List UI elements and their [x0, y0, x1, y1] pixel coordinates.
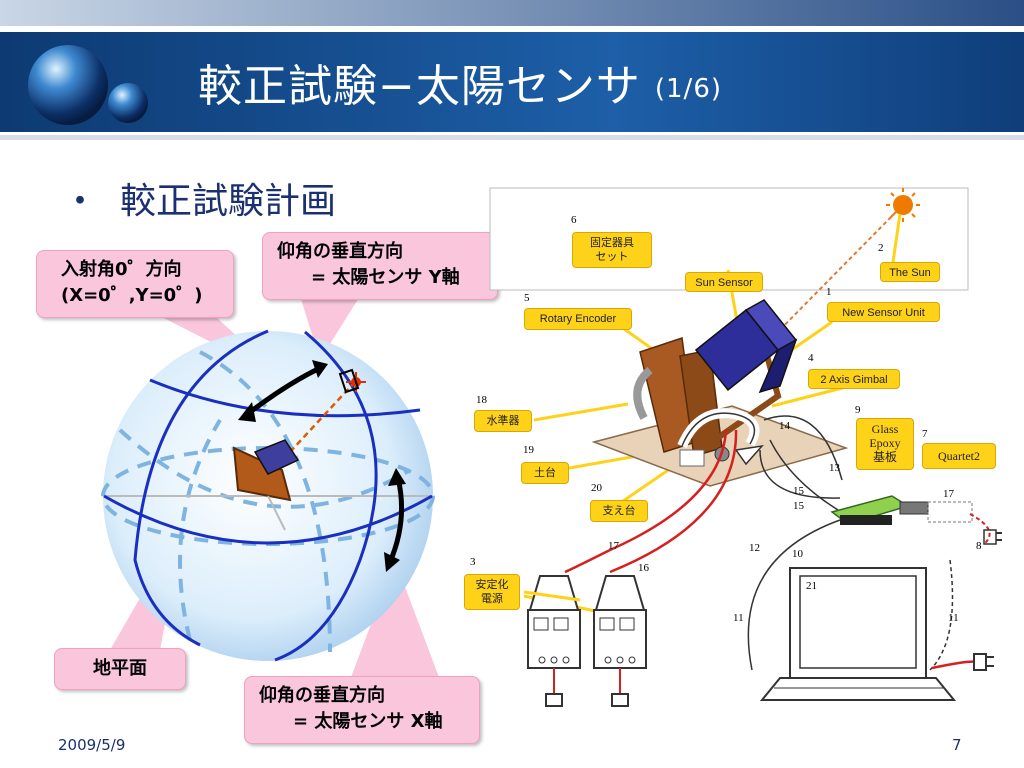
support-label: 支え台	[590, 500, 648, 522]
incident-callout-line2: (X=0゜,Y=0゜)	[61, 285, 203, 306]
plug-icon-laptop	[973, 653, 994, 671]
header-background	[0, 0, 1024, 141]
callout-number: 18	[476, 394, 487, 406]
page-title: 較正試験−太陽センサ(1/6)	[198, 61, 723, 112]
new-sensor-unit-label: New Sensor Unit	[827, 302, 940, 322]
rotation-arrow-x	[387, 477, 405, 563]
fixture-set-line2: セット	[595, 251, 629, 263]
callout-number: 4	[808, 352, 814, 364]
support-block-icon	[679, 449, 705, 467]
quartet2-cable-dashed	[927, 501, 973, 523]
elev-x-callout-line1: 仰角の垂直方向	[259, 685, 385, 706]
elev-x-callout-tail	[350, 560, 440, 680]
callout-number: 2	[878, 242, 884, 254]
callout-number: 16	[638, 562, 649, 574]
plug-icon-8	[983, 529, 1002, 545]
callout-number: 12	[749, 542, 760, 554]
fixture-set-line1: 固定器具	[590, 237, 634, 249]
callout-number: 20	[591, 482, 602, 494]
callout-number: 17	[943, 488, 954, 500]
elev-y-callout-line2: = 太陽センサ Y軸	[311, 267, 460, 288]
bullet-marker: ・	[62, 181, 99, 222]
callout-number: 11	[733, 612, 744, 624]
elev-x-callout-line2: = 太陽センサ X軸	[293, 711, 443, 732]
page-number: 7	[952, 736, 962, 754]
sensor-cube-icon	[253, 439, 300, 475]
elev-y-callout-line1: 仰角の垂直方向	[277, 241, 403, 262]
usb-cable-11	[747, 519, 841, 671]
footer-date: 2009/5/9	[58, 736, 126, 754]
sun-icon	[886, 188, 920, 222]
callout-number: 13	[829, 462, 840, 474]
the-sun-label: The Sun	[880, 262, 940, 282]
orb-large-icon	[28, 45, 108, 125]
callout-number: 15	[793, 500, 804, 512]
callout-number: 19	[523, 444, 534, 456]
glass-epoxy-line1: Glass	[871, 422, 899, 436]
callout-number: 21	[806, 580, 817, 592]
psu-line1: 安定化	[475, 579, 509, 591]
quartet2-module-icon	[899, 501, 929, 515]
horizon-plane-callout: 地平面	[54, 648, 186, 690]
callout-number: 17	[608, 540, 619, 552]
incident-callout-line1: 入射角0゜方向	[61, 259, 182, 280]
bullet-text: 較正試験計画	[120, 181, 337, 222]
callout-number: 8	[976, 540, 982, 552]
gimbal-label: 2 Axis Gimbal	[808, 369, 900, 389]
power-supply-label: 安定化電源	[464, 574, 520, 610]
test-setup-diagram	[489, 187, 1002, 707]
power-supply-1-icon	[527, 575, 581, 707]
horizon-callout-text: 地平面	[93, 658, 147, 679]
elevation-x-callout: 仰角の垂直方向 = 太陽センサ X軸	[244, 676, 480, 744]
callout-number: 5	[524, 292, 530, 304]
callout-number: 6	[571, 214, 577, 226]
sun-sensor-icon	[694, 299, 798, 394]
fixture-set-label: 固定器具セット	[572, 232, 652, 268]
bullet-heading: ・較正試験計画	[62, 172, 336, 224]
power-cable-16	[609, 429, 738, 574]
orb-small-icon	[108, 83, 148, 123]
glass-epoxy-line2: Epoxy	[869, 436, 901, 450]
level-label: 水準器	[474, 410, 532, 432]
callout-number: 10	[792, 548, 803, 560]
sun-sensor-label: Sun Sensor	[685, 272, 763, 292]
quartet2-label: Quartet2	[922, 443, 996, 469]
power-supply-2-icon	[593, 575, 647, 707]
callout-number: 9	[855, 404, 861, 416]
page-title-sub: (1/6)	[654, 74, 723, 104]
laptop-icon	[759, 567, 957, 701]
power-cable-17	[564, 429, 728, 574]
glass-epoxy-board-icon	[830, 495, 910, 525]
callout-number: 7	[922, 428, 928, 440]
callout-number: 15	[793, 485, 804, 497]
rotary-encoder-label: Rotary Encoder	[524, 308, 632, 330]
base-label: 土台	[521, 462, 569, 484]
sphere-diagram	[101, 296, 440, 680]
callout-number: 11	[948, 612, 959, 624]
incident-angle-callout: 入射角0゜方向 (X=0゜,Y=0゜)	[36, 250, 234, 318]
elevation-y-callout: 仰角の垂直方向 = 太陽センサ Y軸	[262, 232, 498, 300]
callout-number: 14	[779, 420, 790, 432]
header-banner	[0, 0, 1024, 141]
glass-epoxy-line3: 基板	[872, 450, 897, 464]
psu-line2: 電源	[481, 593, 503, 605]
callout-number: 3	[470, 556, 476, 568]
callout-number: 1	[826, 286, 832, 298]
